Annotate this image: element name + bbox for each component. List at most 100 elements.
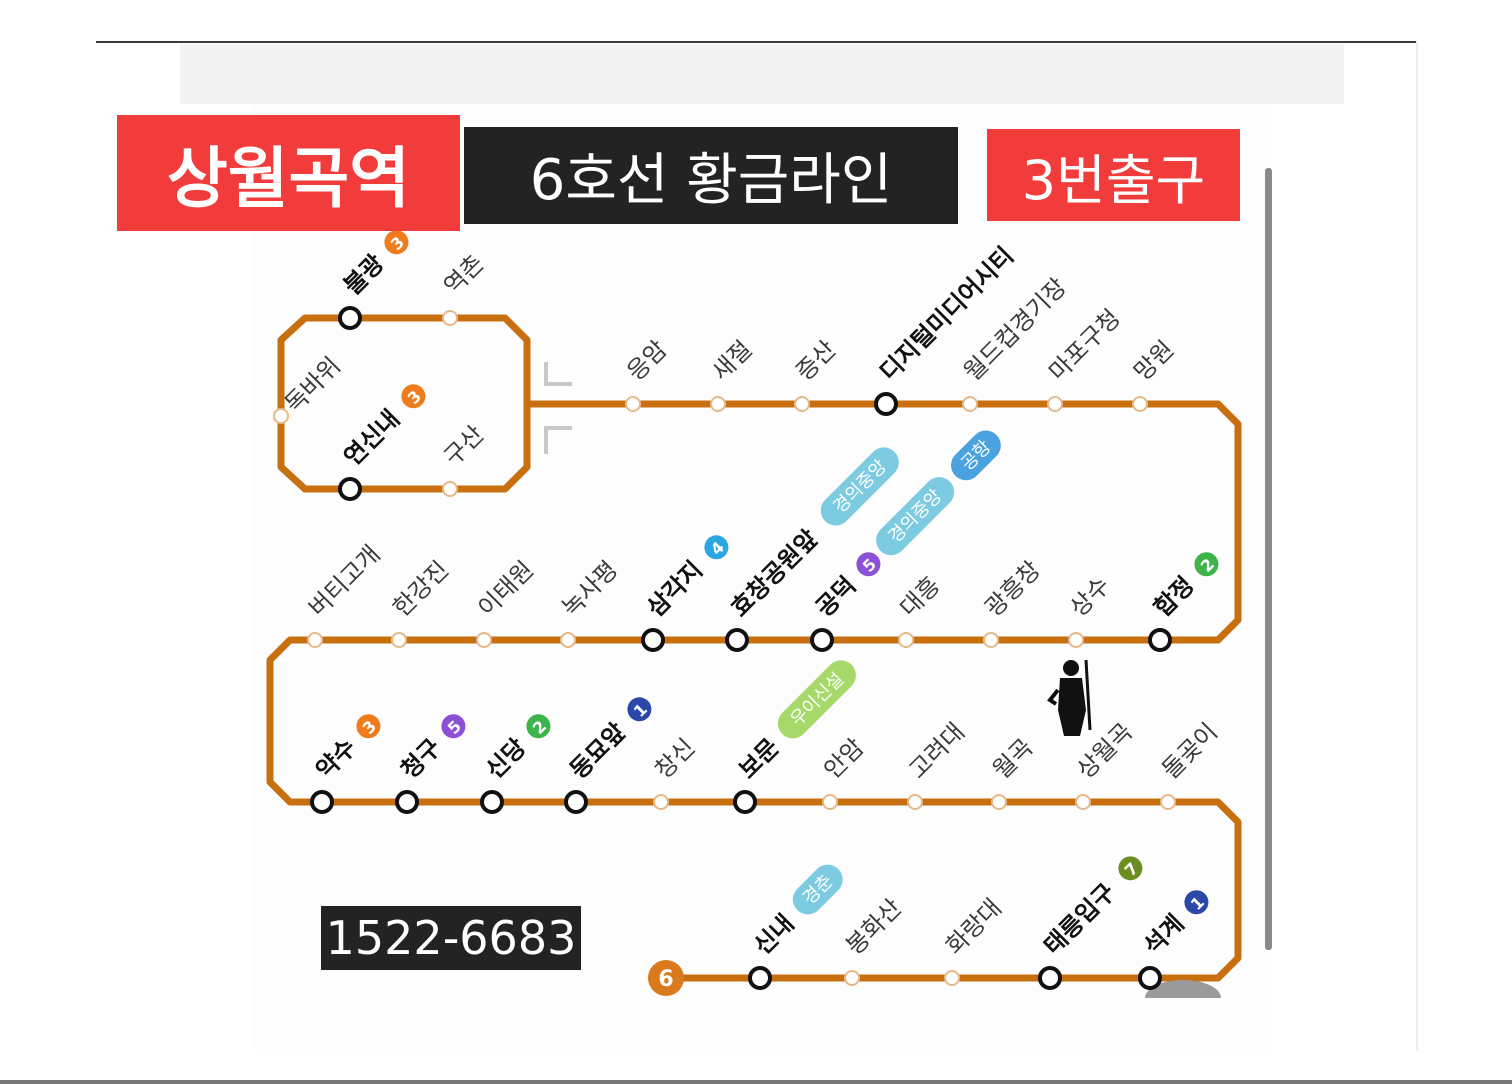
station-marker[interactable] <box>442 481 458 497</box>
station-구산[interactable]: 구산 <box>438 420 489 497</box>
transfer-badge: 1 <box>627 697 652 722</box>
station-marker[interactable] <box>653 794 669 810</box>
station-marker[interactable] <box>1047 396 1063 412</box>
station-봉화산[interactable]: 봉화산 <box>840 894 907 986</box>
station-marker[interactable] <box>442 310 458 326</box>
station-label: 석계 <box>1138 909 1189 960</box>
station-marker[interactable] <box>560 632 576 648</box>
station-상수[interactable]: 상수 <box>1064 571 1115 648</box>
station-marker[interactable] <box>391 632 407 648</box>
station-마포구청[interactable]: 마포구청 <box>1043 304 1126 412</box>
station-효창공원앞[interactable]: 효창공원앞 <box>725 524 823 652</box>
station-marker-transfer[interactable] <box>725 628 749 652</box>
station-망원[interactable]: 망원 <box>1128 335 1179 412</box>
station-marker-transfer[interactable] <box>733 790 757 814</box>
station-marker-transfer[interactable] <box>874 392 898 416</box>
bottom-divider <box>0 1080 1512 1084</box>
station-marker-transfer[interactable] <box>810 628 834 652</box>
station-marker[interactable] <box>822 794 838 810</box>
station-label: 동묘앞 <box>564 718 631 785</box>
station-광흥창[interactable]: 광흥창 <box>979 556 1046 648</box>
route-loop <box>277 314 531 493</box>
station-marker[interactable] <box>962 396 978 412</box>
station-연신내[interactable]: 연신내 <box>338 405 405 501</box>
station-역촌[interactable]: 역촌 <box>438 249 489 326</box>
station-월곡[interactable]: 월곡 <box>987 733 1038 810</box>
station-label: 증산 <box>790 335 841 386</box>
station-독바위[interactable]: 독바위 <box>273 352 346 424</box>
phone-number[interactable]: 1522-6683 <box>321 906 581 970</box>
station-marker-transfer[interactable] <box>1038 966 1062 990</box>
map-panel <box>254 104 1272 1050</box>
station-label: 불광 <box>338 249 389 300</box>
station-label: 마포구청 <box>1043 304 1125 386</box>
station-대흥[interactable]: 대흥 <box>894 571 945 648</box>
station-marker[interactable] <box>273 408 289 424</box>
station-marker[interactable] <box>1068 632 1084 648</box>
station-label: 역촌 <box>438 249 489 300</box>
direction-arrow-icon <box>544 426 572 454</box>
station-marker[interactable] <box>1132 396 1148 412</box>
station-marker-transfer[interactable] <box>338 477 362 501</box>
station-label: 창신 <box>649 733 700 784</box>
station-marker[interactable] <box>476 632 492 648</box>
map-scrollbar[interactable] <box>1265 168 1272 950</box>
station-label: 광흥창 <box>979 556 1046 623</box>
station-고려대[interactable]: 고려대 <box>903 718 970 810</box>
station-marker[interactable] <box>844 970 860 986</box>
station-marker[interactable] <box>907 794 923 810</box>
station-marker[interactable] <box>710 396 726 412</box>
station-marker-transfer[interactable] <box>480 790 504 814</box>
station-응암[interactable]: 응암 <box>621 335 672 412</box>
station-marker[interactable] <box>794 396 810 412</box>
transfer-badge: 3 <box>384 230 409 255</box>
station-marker-transfer[interactable] <box>748 966 772 990</box>
station-title: 상월곡역 <box>117 115 460 231</box>
station-label: 한강진 <box>387 556 454 623</box>
station-marker-transfer[interactable] <box>338 306 362 330</box>
station-증산[interactable]: 증산 <box>790 335 841 412</box>
station-marker[interactable] <box>991 794 1007 810</box>
station-태릉입구[interactable]: 태릉입구 <box>1038 878 1121 990</box>
transfer-badge: 공항 <box>951 430 1001 481</box>
line6-badge: 6 <box>648 960 684 996</box>
station-marker[interactable] <box>1075 794 1091 810</box>
station-이태원[interactable]: 이태원 <box>472 556 539 648</box>
station-label: 청구 <box>395 733 446 784</box>
station-돌곶이[interactable]: 돌곶이 <box>1156 718 1223 810</box>
transfer-badge: 5 <box>441 714 466 739</box>
station-화랑대[interactable]: 화랑대 <box>940 894 1007 986</box>
station-label: 상수 <box>1064 571 1115 622</box>
direction-arrow-icon <box>544 362 572 386</box>
station-label: 망원 <box>1128 335 1179 386</box>
station-marker[interactable] <box>625 396 641 412</box>
station-버티고개[interactable]: 버티고개 <box>303 540 386 648</box>
station-marker-transfer[interactable] <box>310 790 334 814</box>
station-삼각지[interactable]: 삼각지 <box>641 556 708 652</box>
station-label: 봉화산 <box>840 894 907 961</box>
station-상월곡[interactable]: 상월곡 <box>1071 718 1138 810</box>
station-창신[interactable]: 창신 <box>649 733 700 810</box>
station-녹사평[interactable]: 녹사평 <box>556 556 623 648</box>
station-marker[interactable] <box>944 970 960 986</box>
station-marker[interactable] <box>307 632 323 648</box>
station-동묘앞[interactable]: 동묘앞 <box>564 718 631 814</box>
station-marker[interactable] <box>1160 794 1176 810</box>
station-label: 화랑대 <box>940 894 1007 961</box>
station-marker-transfer[interactable] <box>564 790 588 814</box>
transfer-badge: 경의중앙 <box>876 477 955 556</box>
station-marker-transfer[interactable] <box>1138 966 1162 990</box>
station-새절[interactable]: 새절 <box>706 335 757 412</box>
station-label: 버티고개 <box>303 540 385 622</box>
station-안암[interactable]: 안암 <box>818 733 869 810</box>
right-divider <box>1416 41 1418 1051</box>
station-label: 효창공원앞 <box>725 524 823 622</box>
station-한강진[interactable]: 한강진 <box>387 556 454 648</box>
station-label: 돌곶이 <box>1156 718 1223 785</box>
station-marker[interactable] <box>898 632 914 648</box>
station-marker[interactable] <box>983 632 999 648</box>
station-label: 구산 <box>438 420 489 471</box>
station-marker-transfer[interactable] <box>395 790 419 814</box>
station-marker-transfer[interactable] <box>641 628 665 652</box>
station-marker-transfer[interactable] <box>1148 628 1172 652</box>
